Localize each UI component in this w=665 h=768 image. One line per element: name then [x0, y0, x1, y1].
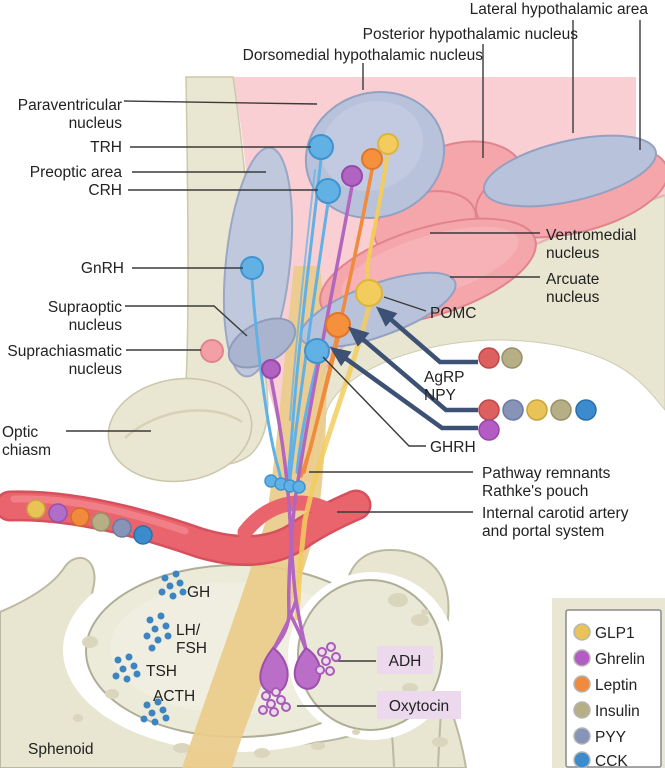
label-carotid-1: Internal carotid artery	[482, 505, 629, 522]
label-paraventricular-2: nucleus	[69, 115, 123, 132]
label-preoptic: Preoptic area	[30, 164, 123, 181]
infundibular-tan-band	[182, 266, 327, 768]
legend-label-leptin: Leptin	[595, 677, 637, 694]
legend-dot-leptin	[573, 675, 591, 693]
orange-neuron-pvn	[361, 148, 383, 170]
label-crh: CRH	[88, 182, 122, 199]
legend-label-insulin: Insulin	[595, 703, 640, 720]
agrp-npy-neuron	[325, 312, 351, 338]
label-lh: LH/	[176, 622, 201, 639]
artery-hormone-dots	[26, 499, 153, 545]
legend-dot-cck	[573, 751, 591, 768]
internal-carotid-artery	[0, 489, 372, 566]
leader-paraventricular	[123, 100, 318, 105]
legend-dot-ghrelin	[573, 649, 591, 667]
label-trh: TRH	[90, 139, 122, 156]
adh-label-box	[377, 646, 433, 674]
lateral-hypothalamic-area-gray	[482, 134, 658, 208]
hormone-legend: GLP1 Ghrelin Leptin Insulin PYY CCK	[565, 609, 662, 768]
label-oxytocin: Oxytocin	[389, 698, 449, 715]
leader-ghrh	[322, 356, 426, 447]
boxed-labels: ADH Oxytocin	[377, 646, 461, 719]
legend-dot-glp1	[573, 623, 591, 641]
trh-neuron	[308, 134, 334, 160]
label-gh: GH	[187, 584, 210, 601]
arrow-to-ghrh	[329, 346, 478, 431]
pathway-remnant-bulbs	[264, 474, 306, 494]
neuron-cell-bodies	[240, 133, 399, 379]
arrow-to-agrp	[347, 326, 478, 413]
gnrh-neuron	[240, 256, 264, 280]
legend-dot-insulin	[573, 701, 591, 719]
legend-dot-pyy	[573, 727, 591, 745]
label-posterior: Posterior hypothalamic nucleus	[363, 26, 579, 43]
legend-label-glp1: GLP1	[595, 625, 635, 642]
label-supraoptic-2: nucleus	[69, 317, 123, 334]
label-pathway-1: Pathway remnants	[482, 465, 611, 482]
pomc-neuron	[355, 279, 383, 307]
posterior-terminals	[259, 646, 322, 694]
label-dorsomedial: Dorsomedial hypothalamic nucleus	[243, 47, 484, 64]
label-supraoptic-1: Supraoptic	[48, 299, 122, 316]
label-fsh: FSH	[176, 640, 207, 657]
leader-supraoptic	[125, 305, 248, 337]
hormone-input-arrows	[329, 306, 478, 431]
legend-label-pyy: PYY	[595, 729, 626, 746]
label-ventromedial-2: nucleus	[546, 245, 600, 262]
legend-label-cck: CCK	[595, 753, 628, 768]
label-suprachiasmatic-2: nucleus	[69, 361, 123, 378]
purple-neuron-pvn	[341, 165, 363, 187]
text-labels: Lateral hypothalamic area Posterior hypo…	[2, 1, 648, 758]
legend-box	[565, 609, 662, 768]
arrow-to-pomc	[375, 306, 478, 365]
label-lateral: Lateral hypothalamic area	[470, 1, 649, 18]
crh-neuron	[315, 178, 341, 204]
label-carotid-2: and portal system	[482, 523, 604, 540]
label-gnrh: GnRH	[81, 260, 124, 277]
posterior-hormone-dots	[258, 642, 341, 717]
optic-chiasm-shape	[107, 377, 253, 483]
label-tsh: TSH	[146, 663, 177, 680]
leader-lines	[66, 20, 641, 707]
yellow-neuron-pvn	[377, 133, 399, 155]
label-adh: ADH	[389, 653, 422, 670]
suprachiasmatic-nucleus	[200, 339, 224, 363]
oxytocin-label-box	[377, 691, 461, 719]
label-optic-2: chiasm	[2, 442, 51, 459]
label-ventromedial-1: Ventromedial	[546, 227, 636, 244]
label-arcuate-2: nucleus	[546, 289, 600, 306]
label-acth: ACTH	[153, 688, 195, 705]
supraoptic-purple-neuron	[261, 359, 281, 379]
label-agrp: AgRP	[424, 369, 465, 386]
label-suprachiasmatic-1: Suprachiasmatic	[7, 343, 122, 360]
label-pomc: POMC	[430, 305, 477, 322]
hormone-dot-rows	[478, 347, 597, 441]
label-ghrh: GHRH	[430, 439, 476, 456]
label-arcuate-1: Arcuate	[546, 271, 599, 288]
label-sphenoid: Sphenoid	[28, 741, 94, 758]
anterior-hormone-dots	[112, 570, 187, 726]
legend-label-ghrelin: Ghrelin	[595, 651, 645, 668]
label-pathway-2: Rathke's pouch	[482, 483, 588, 500]
label-optic-1: Optic	[2, 424, 38, 441]
leader-pomc	[383, 296, 427, 312]
label-paraventricular-1: Paraventricular	[18, 97, 122, 114]
label-npy: NPY	[424, 387, 456, 404]
